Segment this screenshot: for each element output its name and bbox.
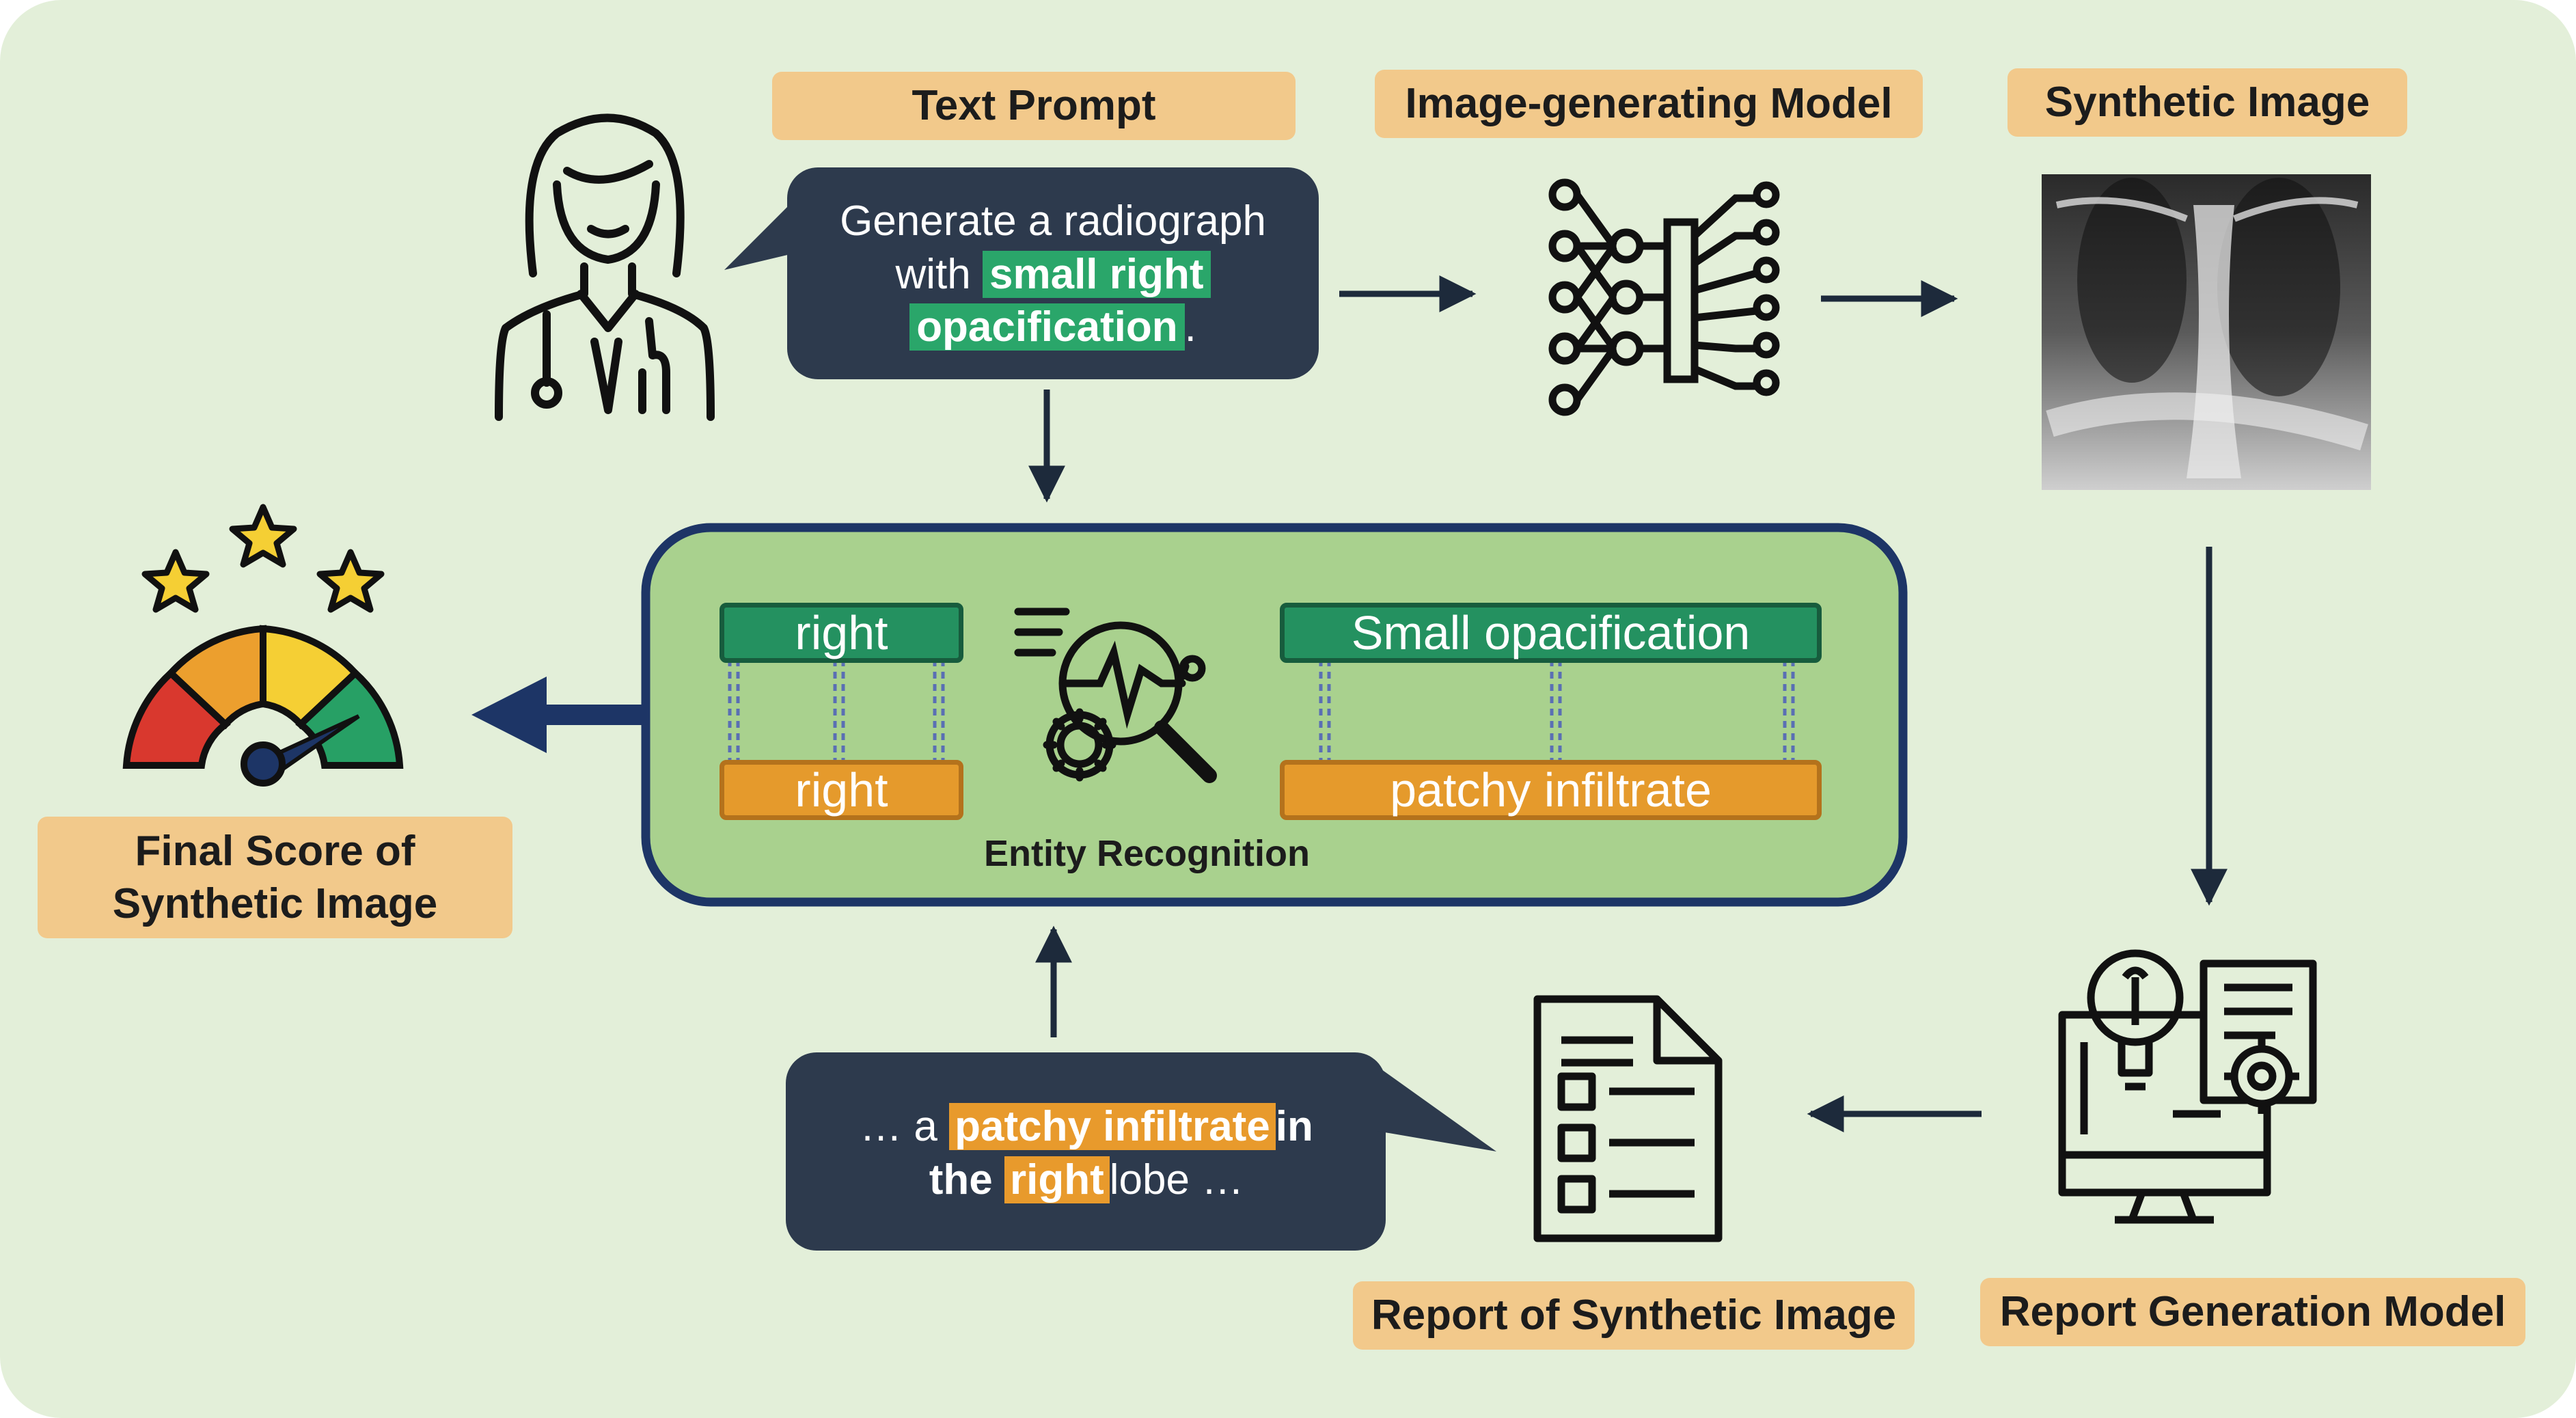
prompt-text-post: . — [1184, 303, 1196, 351]
report-of-image-label: Report of Synthetic Image — [1353, 1281, 1915, 1350]
neural-network-icon — [1548, 178, 1780, 416]
entity-prompt-small-opacification: Small opacification — [1280, 603, 1822, 663]
final-score-label: Final Score of Synthetic Image — [38, 817, 512, 938]
report-document-icon — [1533, 995, 1723, 1242]
entity-recognition-icon — [1014, 608, 1217, 783]
report-highlight-right: right — [1004, 1156, 1110, 1203]
entity-connectors — [728, 659, 1795, 762]
report-text-the: the — [929, 1156, 993, 1203]
doctor-icon — [495, 113, 715, 421]
report-model-label: Report Generation Model — [1980, 1278, 2525, 1346]
entity-prompt-right: right — [720, 603, 963, 663]
entity-recognition-label: Entity Recognition — [984, 833, 1310, 874]
prompt-text: Generate a radiograph with small right o… — [799, 195, 1306, 354]
star-icon — [141, 504, 385, 613]
prompt-highlight-opacification: opacification — [909, 303, 1185, 351]
prompt-highlight-small-right: small right — [982, 250, 1211, 298]
entity-report-patchy-infiltrate: patchy infiltrate — [1280, 760, 1822, 820]
report-text-in: in — [1275, 1103, 1313, 1150]
report-bubble — [786, 1052, 1496, 1251]
gauge-score-icon — [122, 625, 404, 787]
report-highlight-patchy-infiltrate: patchy infiltrate — [949, 1103, 1276, 1150]
arrow-entity-to-score — [471, 677, 646, 753]
report-text-pre: … a — [860, 1103, 950, 1150]
synthetic-image-label: Synthetic Image — [2008, 68, 2407, 137]
report-text-post: lobe … — [1109, 1156, 1244, 1203]
report-generation-computer-icon — [2058, 949, 2317, 1224]
prompt-text-pre: Generate a radiograph with — [840, 197, 1266, 298]
flow-arrows — [1028, 275, 2228, 1132]
entity-report-right: right — [720, 760, 963, 820]
text-prompt-label: Text Prompt — [772, 72, 1296, 140]
image-model-label: Image-generating Model — [1375, 70, 1923, 138]
xray-image — [2042, 174, 2371, 490]
